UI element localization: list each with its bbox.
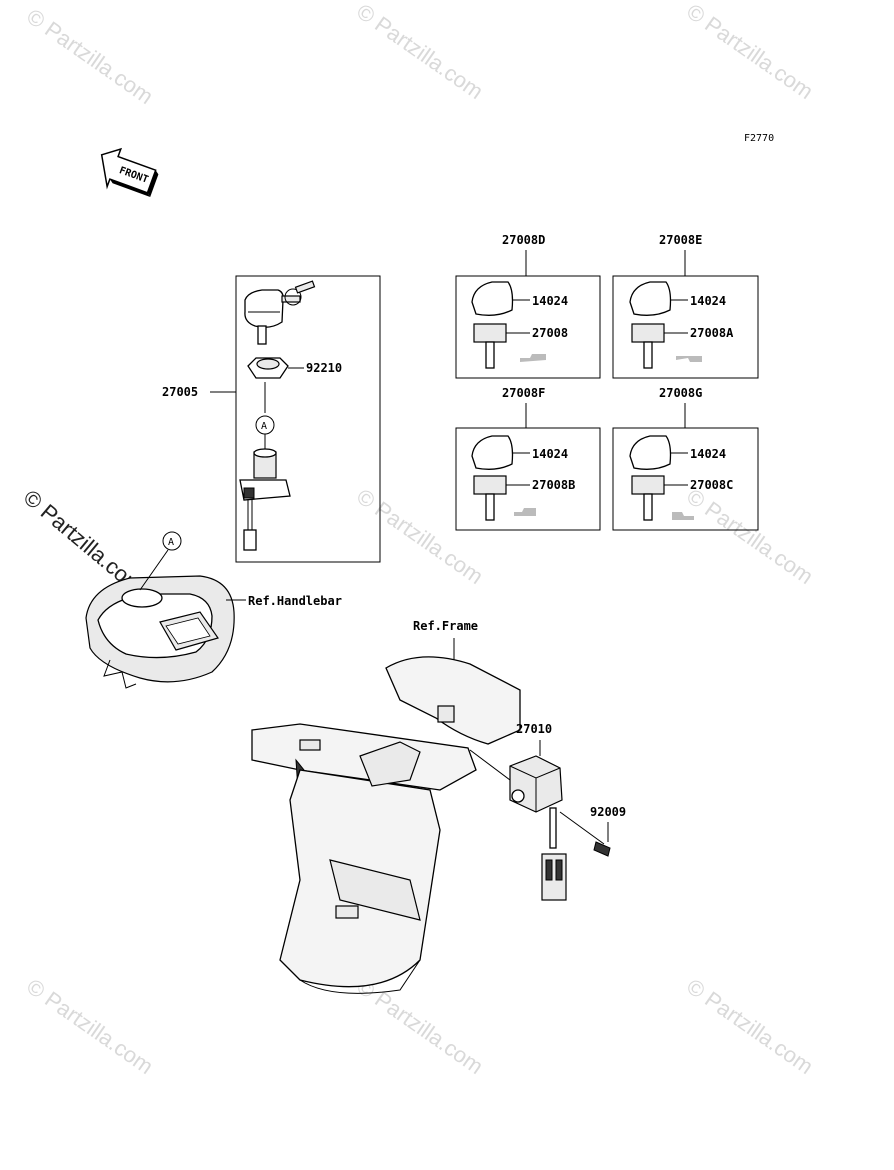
key-part-number: 27008 <box>532 326 568 340</box>
key-set-27008D: 27008D 14024 27008 <box>455 233 601 379</box>
vehicle-frame: Ref.Frame <box>251 619 521 994</box>
watermark: © Partzilla.com <box>352 974 488 1080</box>
key-part-number: 27008B <box>532 478 575 492</box>
watermark: © Partzilla.com <box>22 974 158 1080</box>
figure-code: F2770 <box>744 133 774 144</box>
bolt-92009: 92009 <box>559 805 626 857</box>
key-set-27008E: 27008E 14024 27008A <box>612 233 759 379</box>
switch-unit-27010: 27010 <box>509 722 567 901</box>
watermark: © Partzilla.com <box>352 484 488 590</box>
marker-a-label: A <box>261 421 267 432</box>
callout-27005: 27005 <box>162 385 198 399</box>
nut-icon <box>247 357 289 379</box>
cap-part-number: 14024 <box>690 294 726 308</box>
key-part-number: 27008C <box>690 478 733 492</box>
watermark: © Partzilla.com <box>682 484 818 590</box>
key-set-label: 27008G <box>659 386 702 400</box>
watermark: © Partzilla.com <box>352 0 488 104</box>
watermark: © Partzilla.com <box>682 0 818 104</box>
key-set-27008F: 27008F 14024 27008B <box>455 386 601 531</box>
cap-part-number: 14024 <box>690 447 726 461</box>
ignition-switch-assembly: A 27005 92210 <box>162 275 381 563</box>
callout-92009: 92009 <box>590 805 626 819</box>
watermark: © Partzilla.com <box>682 974 818 1080</box>
key-set-label: 27008D <box>502 233 545 247</box>
watermark: © Partzilla.com <box>22 4 158 110</box>
key-set-label: 27008F <box>502 386 545 400</box>
key-set-27008G: 27008G 14024 27008C <box>612 386 759 531</box>
callout-ref-frame: Ref.Frame <box>413 619 478 633</box>
key-part-number: 27008A <box>690 326 734 340</box>
front-arrow-icon: FRONT <box>100 147 159 197</box>
callout-92210: 92210 <box>306 361 342 375</box>
handlebar-cover: A Ref.Handlebar <box>85 531 342 689</box>
callout-ref-handlebar: Ref.Handlebar <box>248 594 342 608</box>
key-set-label: 27008E <box>659 233 702 247</box>
cap-part-number: 14024 <box>532 294 568 308</box>
switch-body-icon <box>239 448 291 551</box>
key-icon <box>244 280 316 345</box>
cap-part-number: 14024 <box>532 447 568 461</box>
marker-a-label: A <box>168 537 174 548</box>
callout-27010: 27010 <box>516 722 552 736</box>
